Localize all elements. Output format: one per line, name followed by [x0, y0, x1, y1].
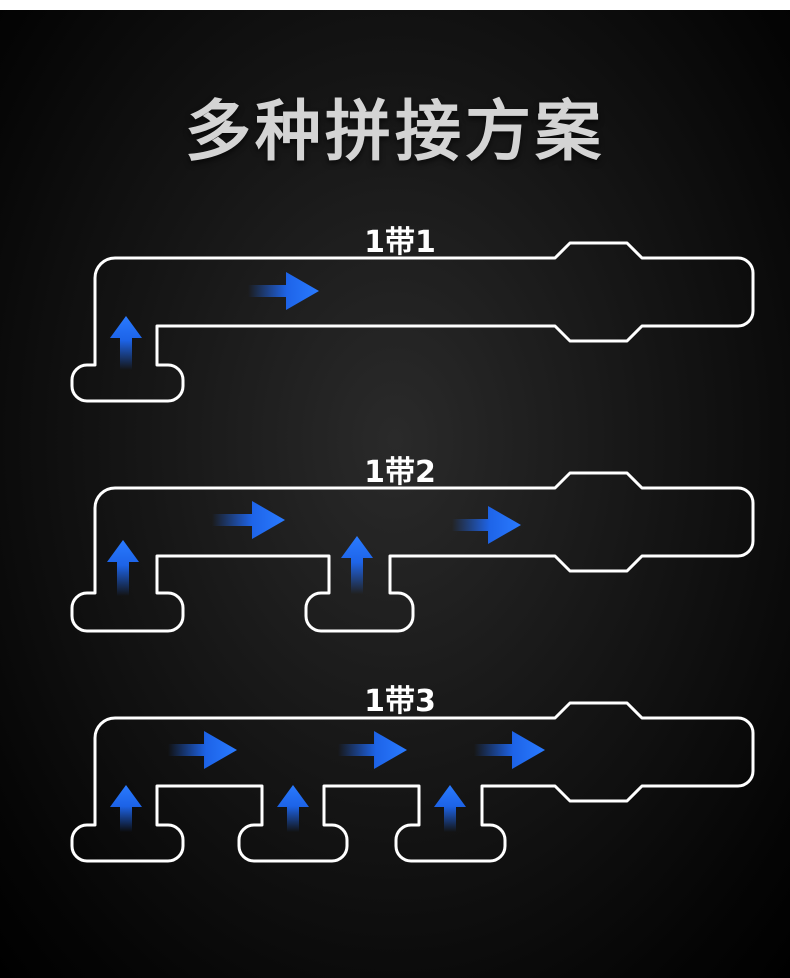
flow-arrow-up-icon	[110, 785, 142, 832]
config-1-diagram	[70, 241, 755, 403]
config-label-2: 1带2	[364, 455, 436, 490]
flow-arrow-right-icon	[168, 731, 237, 769]
flow-arrow-up-icon	[341, 536, 373, 594]
config-3-diagram	[70, 701, 755, 863]
flow-arrow-up-icon	[107, 540, 139, 596]
flow-arrow-right-icon	[452, 506, 521, 544]
flow-arrow-right-icon	[248, 272, 319, 310]
top-white-strip	[0, 0, 790, 10]
flow-arrow-right-icon	[474, 731, 545, 769]
config-2-outline	[70, 471, 755, 633]
config-1-outline	[70, 241, 755, 403]
config-2-diagram	[70, 471, 755, 633]
flow-arrow-right-icon	[338, 731, 407, 769]
flow-arrow-up-icon	[434, 785, 466, 832]
config-label-3: 1带3	[364, 684, 436, 719]
flow-arrow-up-icon	[110, 316, 142, 370]
flow-arrow-right-icon	[212, 501, 285, 539]
config-label-1: 1带1	[364, 225, 436, 260]
config-3-outline	[70, 701, 755, 863]
flow-arrow-up-icon	[277, 785, 309, 832]
page-title: 多种拼接方案	[185, 93, 605, 170]
